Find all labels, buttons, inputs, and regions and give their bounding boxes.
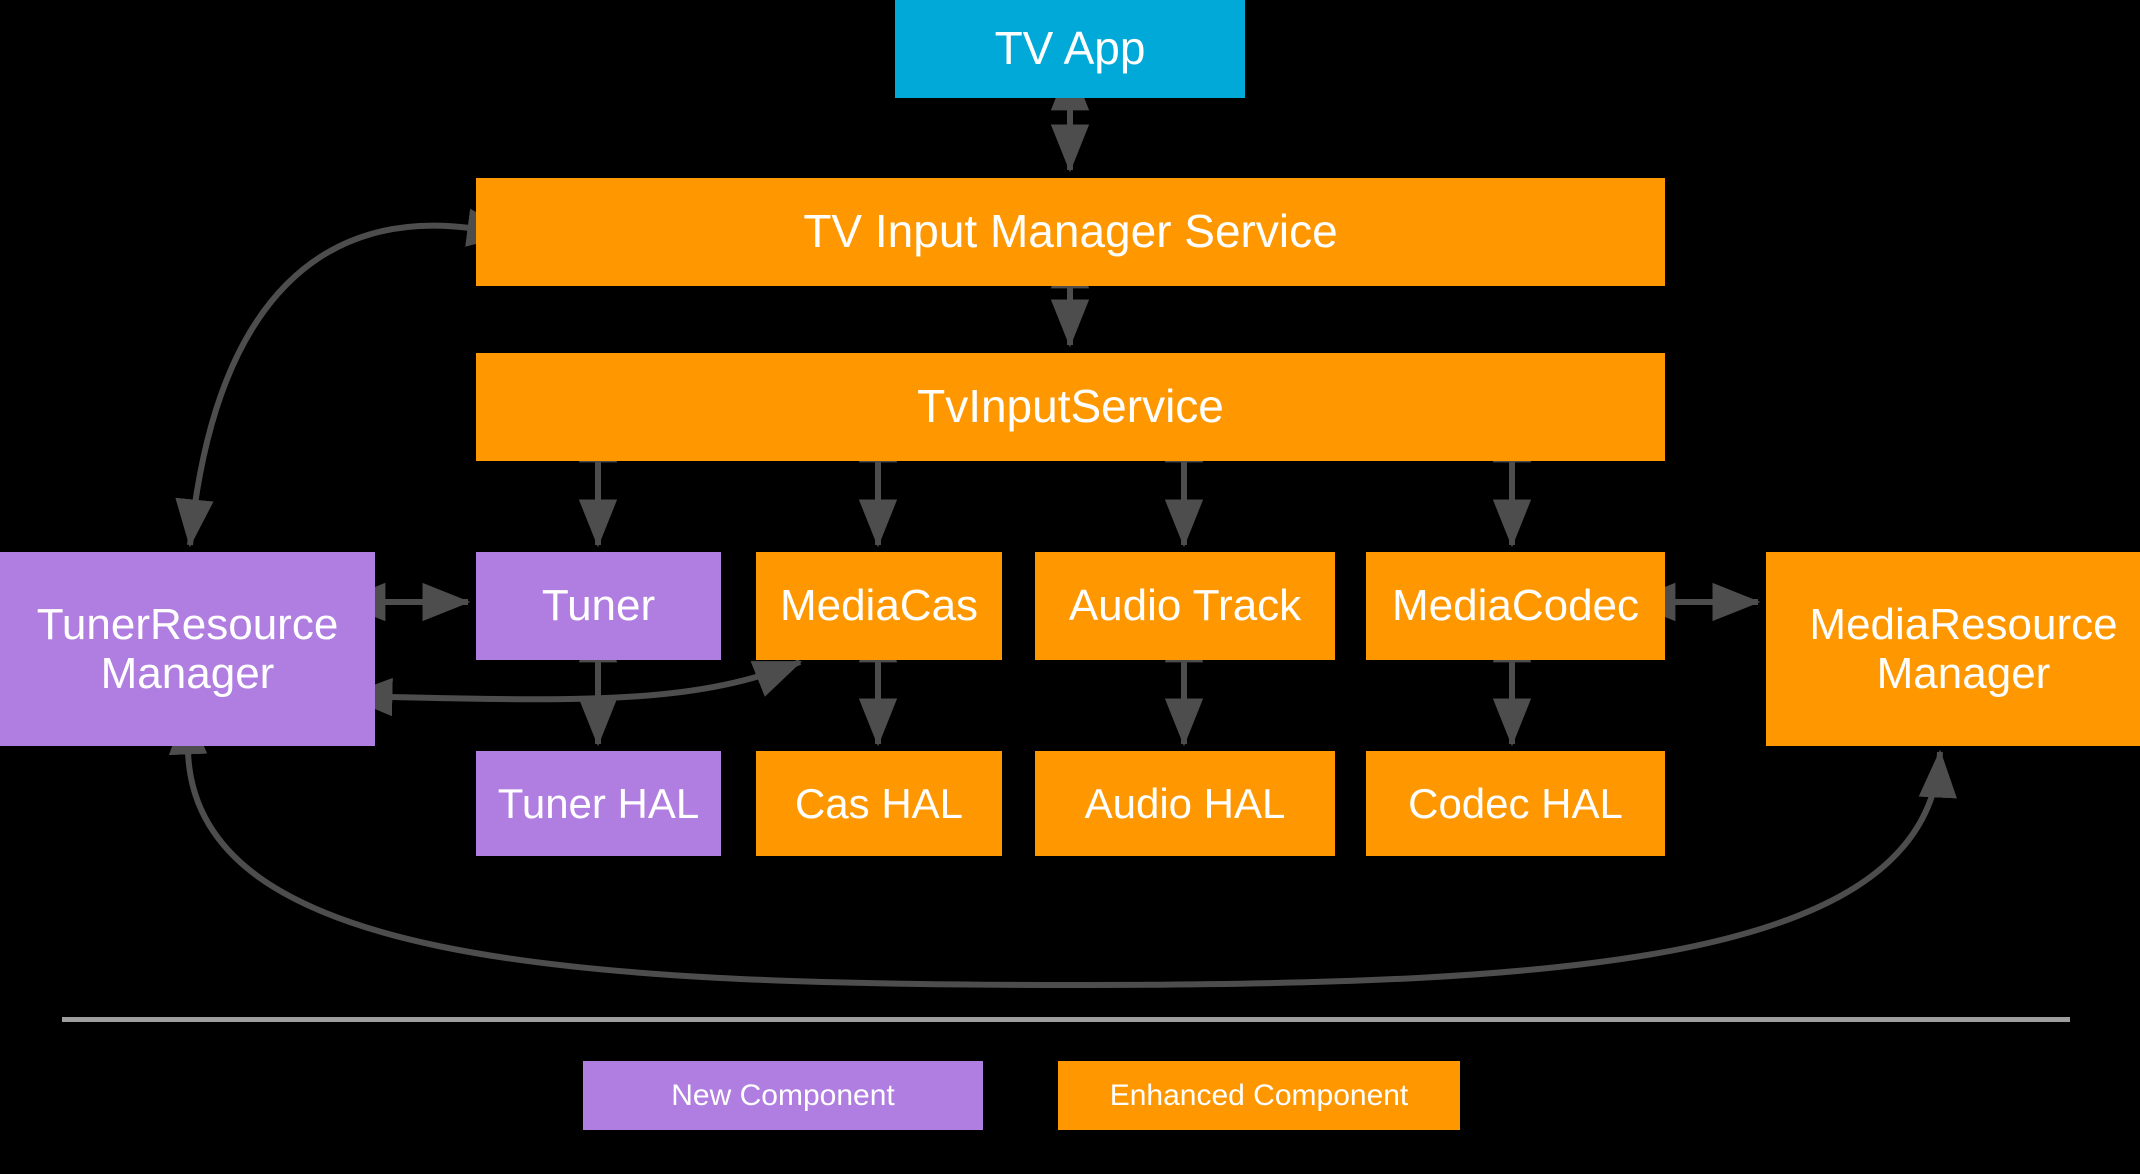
legend-new-component-label: New Component	[671, 1078, 895, 1112]
node-tuner-resource-manager-label: TunerResource Manager	[36, 599, 339, 698]
connector-tunerresourcemanager-mediacas-curved	[344, 659, 803, 717]
node-cas-hal-label: Cas HAL	[794, 779, 964, 827]
node-tuner[interactable]: Tuner	[476, 552, 721, 660]
connector-tunerresourcemanager-tvinputmanagerservice-curved	[175, 208, 516, 548]
legend-enhanced-component: Enhanced Component	[1058, 1061, 1460, 1130]
node-tuner-resource-manager[interactable]: TunerResource Manager	[0, 552, 375, 746]
node-media-resource-manager[interactable]: MediaResource Manager	[1766, 552, 2140, 746]
node-tv-app[interactable]: TV App	[895, 0, 1245, 98]
node-tv-input-manager-service-label: TV Input Manager Service	[803, 205, 1338, 258]
node-tv-app-label: TV App	[994, 22, 1146, 75]
node-media-resource-manager-label: MediaResource Manager	[1809, 599, 2118, 698]
node-media-codec-label: MediaCodec	[1391, 581, 1640, 631]
node-codec-hal-label: Codec HAL	[1408, 779, 1623, 827]
node-tv-input-service[interactable]: TvInputService	[476, 353, 1665, 461]
node-tv-input-manager-service[interactable]: TV Input Manager Service	[476, 178, 1665, 286]
node-audio-hal-label: Audio HAL	[1084, 779, 1286, 827]
legend-divider	[62, 1017, 2070, 1022]
node-audio-track-label: Audio Track	[1068, 581, 1302, 631]
node-media-cas-label: MediaCas	[779, 581, 979, 631]
node-tuner-label: Tuner	[541, 581, 656, 631]
node-tv-input-service-label: TvInputService	[917, 380, 1224, 433]
node-audio-track[interactable]: Audio Track	[1035, 552, 1335, 660]
node-media-cas[interactable]: MediaCas	[756, 552, 1002, 660]
node-audio-hal[interactable]: Audio HAL	[1035, 751, 1335, 856]
node-tuner-hal[interactable]: Tuner HAL	[476, 751, 721, 856]
node-codec-hal[interactable]: Codec HAL	[1366, 751, 1665, 856]
legend-new-component: New Component	[583, 1061, 983, 1130]
node-tuner-hal-label: Tuner HAL	[497, 779, 700, 827]
node-media-codec[interactable]: MediaCodec	[1366, 552, 1665, 660]
node-cas-hal[interactable]: Cas HAL	[756, 751, 1002, 856]
legend-enhanced-component-label: Enhanced Component	[1109, 1078, 1409, 1112]
